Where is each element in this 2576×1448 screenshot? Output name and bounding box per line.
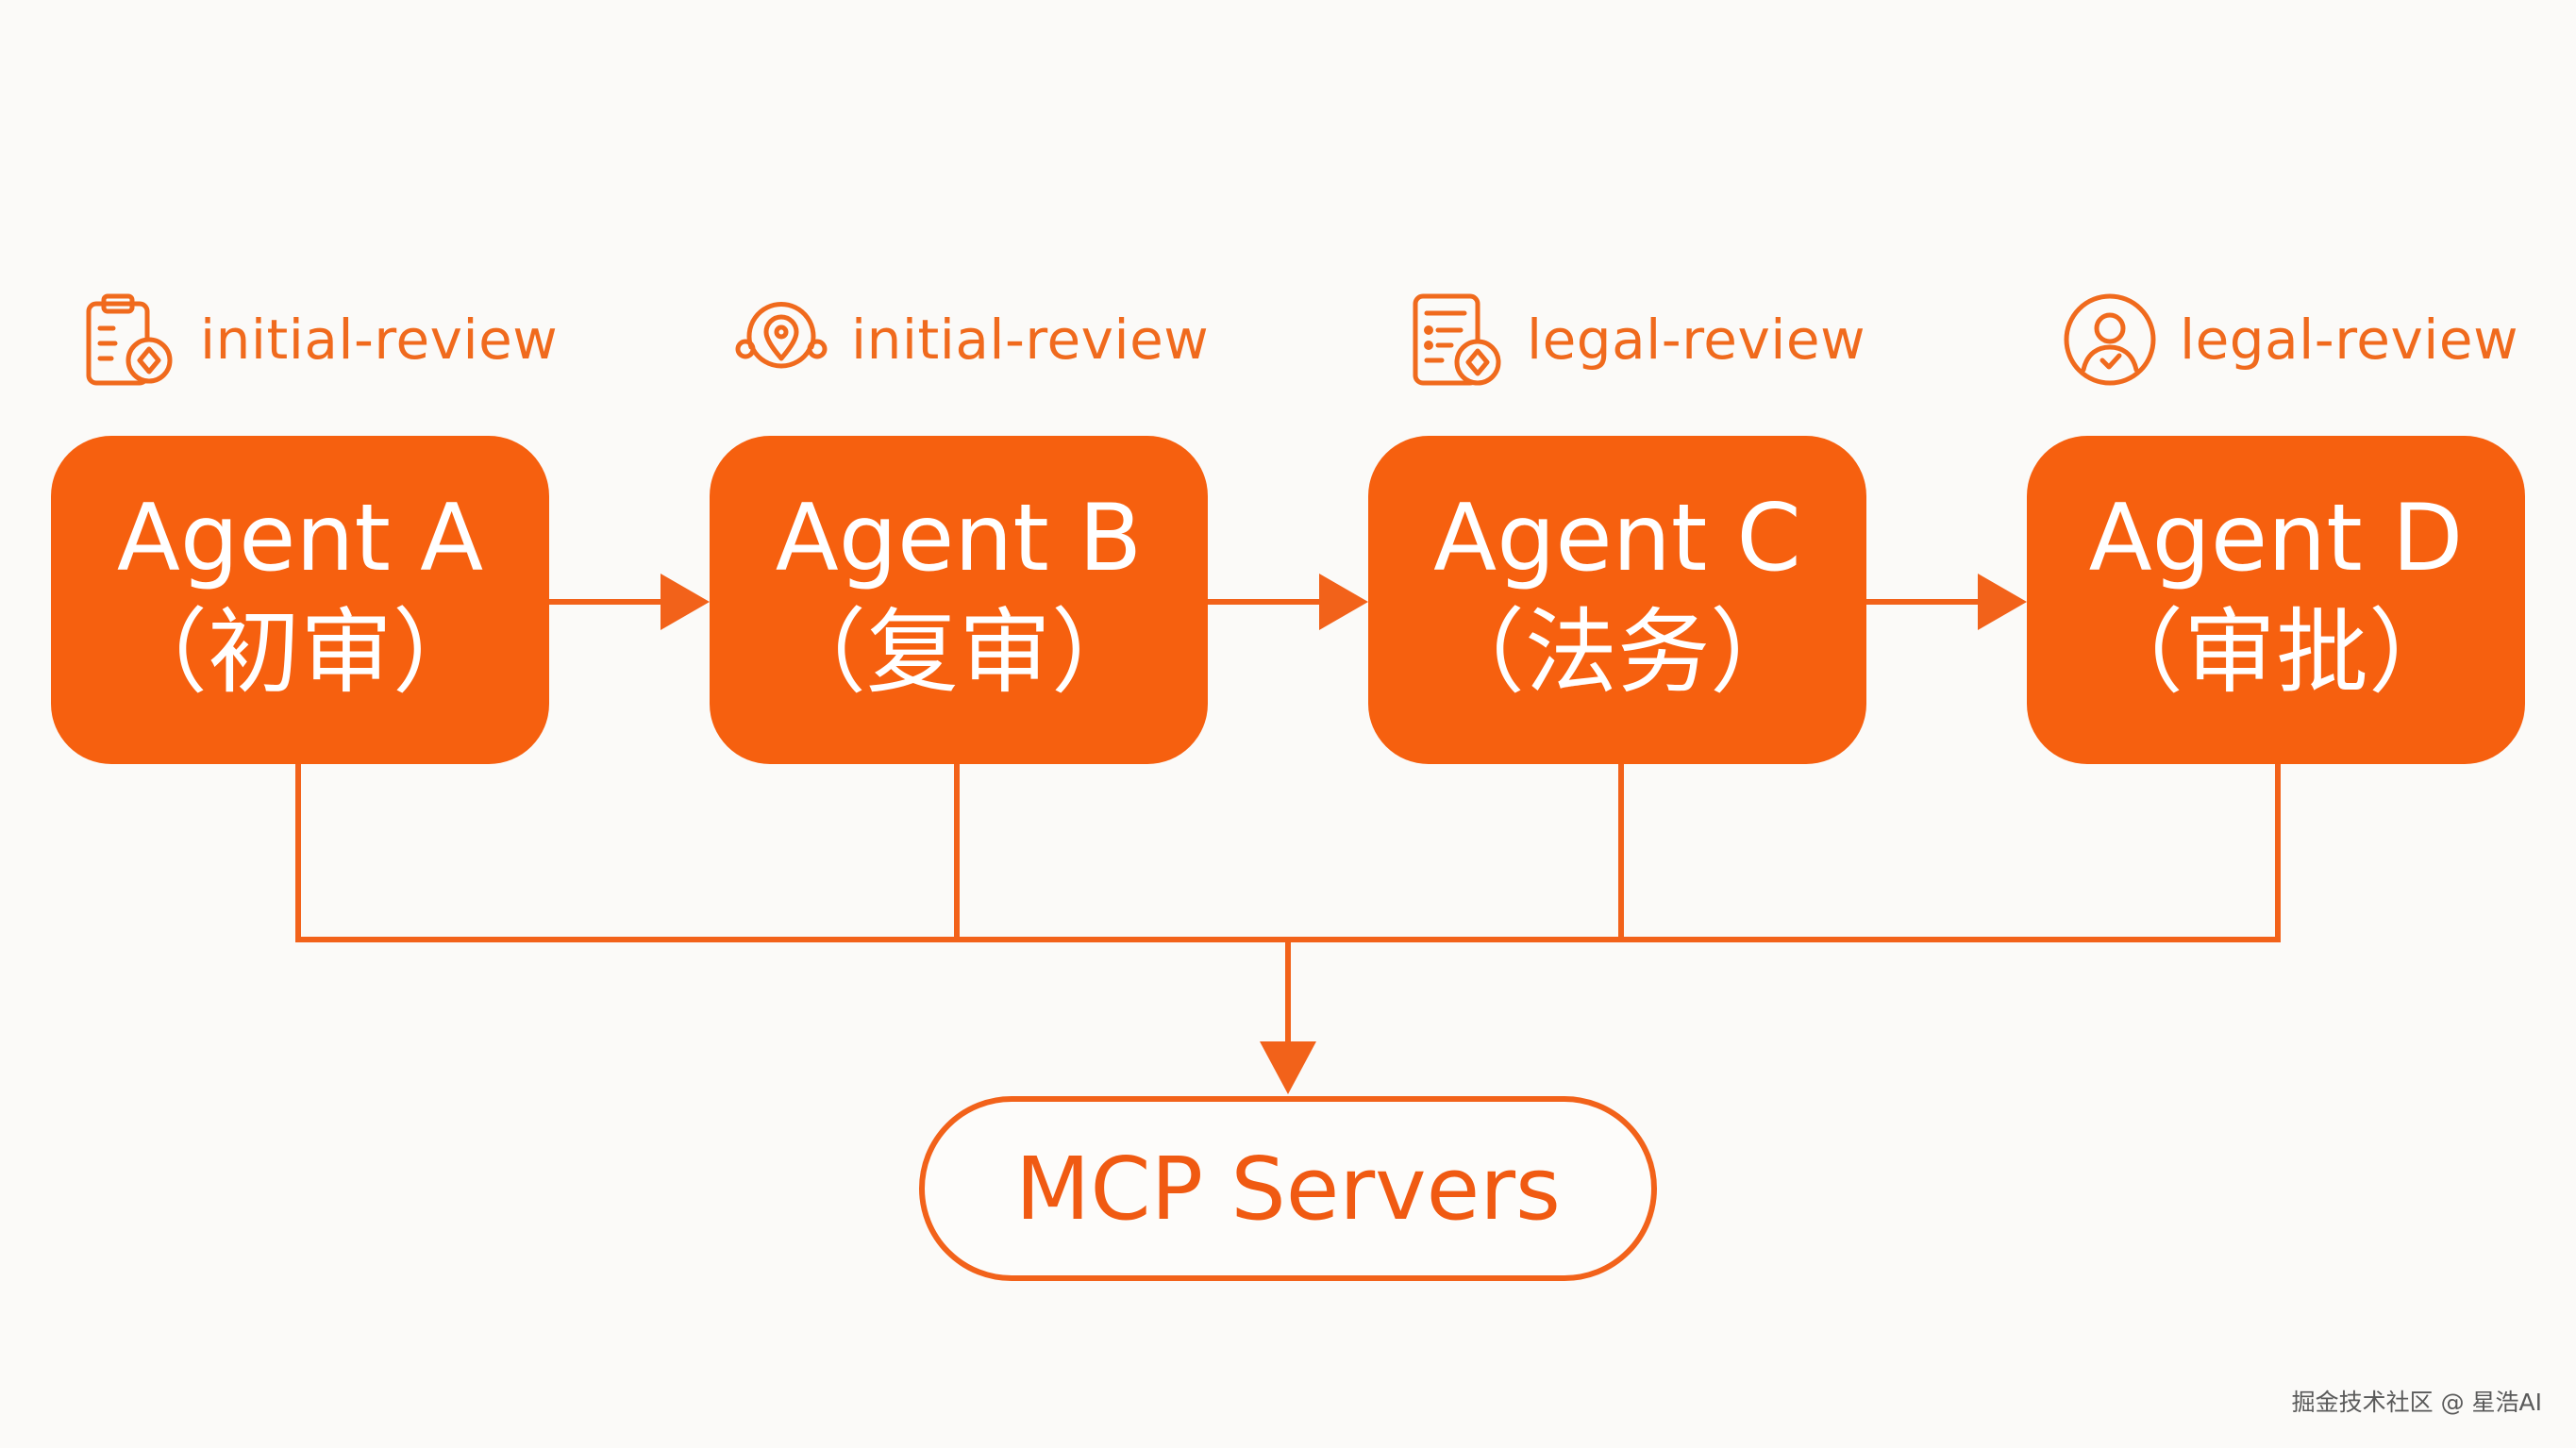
tag-label: initial-review bbox=[851, 308, 1210, 372]
agent-name: Agent B bbox=[775, 485, 1143, 592]
agent-name: Agent A bbox=[116, 485, 484, 592]
mcp-servers-label: MCP Servers bbox=[1015, 1138, 1561, 1240]
mcp-servers-node[interactable]: MCP Servers bbox=[919, 1096, 1657, 1281]
agent-name: Agent D bbox=[2088, 485, 2464, 592]
agent-b-box[interactable]: Agent B （复审） bbox=[710, 436, 1208, 764]
location-support-icon bbox=[732, 291, 830, 389]
tag-label: initial-review bbox=[200, 308, 559, 372]
document-stamp-icon bbox=[1408, 291, 1506, 389]
tag-agent-d: legal-review bbox=[2061, 288, 2518, 391]
agent-role: （法务） bbox=[1431, 599, 1802, 707]
user-approve-icon bbox=[2061, 291, 2159, 389]
agent-a-box[interactable]: Agent A （初审） bbox=[51, 436, 549, 764]
agent-c-box[interactable]: Agent C （法务） bbox=[1368, 436, 1866, 764]
arrow-b-to-c-head bbox=[1319, 574, 1368, 630]
agent-role: （复审） bbox=[773, 599, 1144, 707]
arrow-to-mcp-head bbox=[1260, 1041, 1316, 1094]
arrow-a-to-b-head bbox=[661, 574, 710, 630]
agent-d-box[interactable]: Agent D （审批） bbox=[2027, 436, 2525, 764]
agent-role: （初审） bbox=[114, 599, 485, 707]
tag-agent-c: legal-review bbox=[1408, 288, 1865, 391]
tag-agent-b: initial-review bbox=[732, 288, 1209, 391]
tag-label: legal-review bbox=[2180, 308, 2519, 372]
tag-label: legal-review bbox=[1527, 308, 1866, 372]
arrow-c-to-d-head bbox=[1978, 574, 2027, 630]
watermark-text: 掘金技术社区 @ 星浩AI bbox=[2291, 1389, 2542, 1416]
bus-line bbox=[295, 764, 2281, 942]
clipboard-stamp-icon bbox=[81, 291, 179, 389]
tag-agent-a: initial-review bbox=[81, 288, 558, 391]
agent-role: （审批） bbox=[2090, 599, 2461, 707]
agent-name: Agent C bbox=[1433, 485, 1801, 592]
